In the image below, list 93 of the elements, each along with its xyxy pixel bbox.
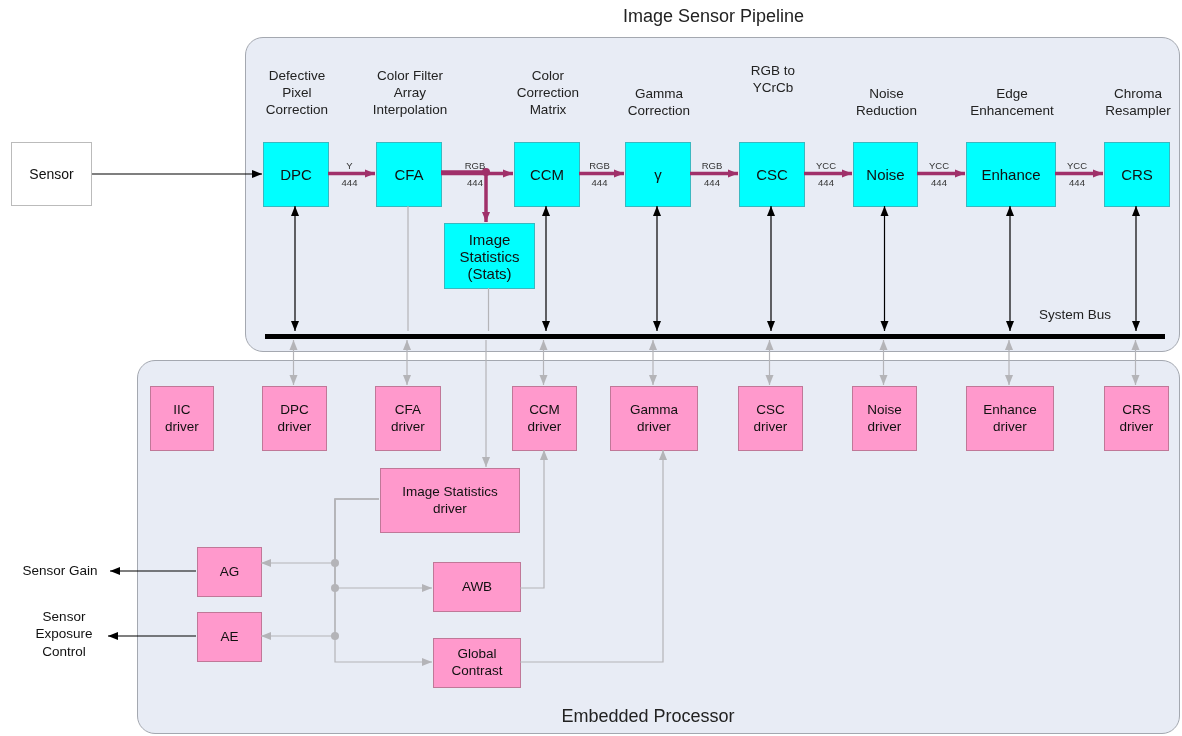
stage-heading: Gamma Correction: [626, 86, 692, 120]
box-label: CFA: [394, 166, 424, 183]
connector-line: [487, 287, 490, 332]
box-label: DPC: [280, 166, 312, 183]
driver-box: [380, 468, 520, 533]
stage-heading: Chroma Resampler: [1104, 86, 1172, 120]
arrow: [880, 205, 889, 332]
arrow: [1131, 339, 1140, 386]
box-label: CFA driver: [390, 401, 426, 436]
box-label: Global Contrast: [450, 646, 504, 680]
arrow: [804, 169, 852, 178]
arrow: [542, 205, 550, 332]
box-label: Noise driver: [866, 401, 903, 436]
box-label: CCM driver: [526, 401, 563, 436]
arrow: [482, 339, 490, 468]
arrow: [334, 498, 433, 666]
arrow: [917, 169, 965, 178]
stage-heading: Edge Enhancement: [969, 86, 1055, 120]
arrow: [649, 339, 657, 386]
box-label: Image Statistics driver: [401, 483, 499, 518]
box-label: AWB: [461, 578, 493, 596]
arrow: [403, 339, 411, 386]
box-label: Enhance: [981, 166, 1041, 183]
box-label: Image Statistics (Stats): [458, 230, 521, 282]
box-label: CSC driver: [752, 401, 789, 436]
panel-title: Embedded Processor: [560, 705, 736, 728]
edge-label: RGB 444: [464, 158, 486, 190]
edge-label: RGB 444: [589, 158, 610, 190]
box-label: CSC: [756, 166, 788, 183]
arrow: [1055, 169, 1103, 178]
driver-box: [197, 612, 262, 662]
box-label: IIC driver: [164, 401, 200, 436]
arrow: [767, 205, 775, 332]
driver-box: [512, 386, 577, 451]
arrow: [765, 339, 774, 386]
edge-label: RGB 444: [701, 158, 723, 190]
box-label: Sensor: [29, 166, 74, 182]
driver-box: [197, 547, 262, 597]
process-box: [11, 142, 92, 206]
driver-box: [1104, 386, 1169, 451]
driver-box: [852, 386, 917, 451]
driver-box: [738, 386, 803, 451]
arrow: [519, 449, 548, 589]
arrow: [291, 205, 299, 332]
driver-box: [610, 386, 698, 451]
arrow: [539, 339, 548, 386]
driver-box: [262, 386, 327, 451]
edge-label: YCC 444: [928, 158, 950, 190]
driver-box: [433, 638, 521, 688]
box-label: CRS driver: [1118, 401, 1155, 436]
box-label: Gamma driver: [629, 401, 679, 436]
stage-heading: Noise Reduction: [855, 86, 918, 120]
edge-label: YCC 444: [815, 158, 837, 190]
arrow: [519, 449, 667, 663]
panel-background: [137, 360, 1180, 734]
connector-line: [407, 205, 409, 332]
arrow: [441, 170, 490, 222]
box-label: CRS: [1121, 166, 1153, 183]
stage-heading: Color Correction Matrix: [515, 68, 581, 119]
box-label: γ: [654, 166, 662, 183]
arrow: [579, 169, 624, 178]
edge-label: Y 444: [341, 158, 358, 190]
arrow: [879, 339, 888, 386]
arrow: [690, 169, 738, 178]
arrow: [441, 169, 513, 178]
panel-title: Image Sensor Pipeline: [621, 5, 806, 28]
bus-label: System Bus: [1038, 307, 1112, 324]
arrow: [91, 170, 263, 178]
output-label: Sensor Gain: [22, 562, 98, 580]
arrow: [653, 205, 661, 332]
box-label: DPC driver: [276, 401, 313, 436]
box-label: Noise: [866, 166, 905, 183]
arrow: [1006, 205, 1014, 332]
arrow: [289, 339, 298, 386]
driver-box: [375, 386, 441, 451]
arrow: [109, 567, 197, 575]
box-label: Enhance driver: [982, 401, 1038, 436]
stage-heading: RGB to YCrCb: [749, 63, 797, 97]
arrow: [328, 169, 375, 178]
driver-box: [150, 386, 214, 451]
edge-label: YCC 444: [1066, 158, 1088, 190]
arrow: [1005, 339, 1013, 386]
box-label: AG: [219, 563, 240, 581]
driver-box: [966, 386, 1054, 451]
driver-box: [433, 562, 521, 612]
box-label: AE: [220, 628, 239, 646]
arrow: [107, 632, 197, 640]
process-block: [444, 223, 535, 289]
stage-heading: Defective Pixel Correction: [264, 68, 330, 119]
stage-heading: Color Filter Array Interpolation: [371, 68, 449, 119]
box-label: CCM: [529, 166, 565, 183]
output-label: Sensor Exposure Control: [34, 607, 94, 661]
arrow: [1132, 205, 1140, 332]
